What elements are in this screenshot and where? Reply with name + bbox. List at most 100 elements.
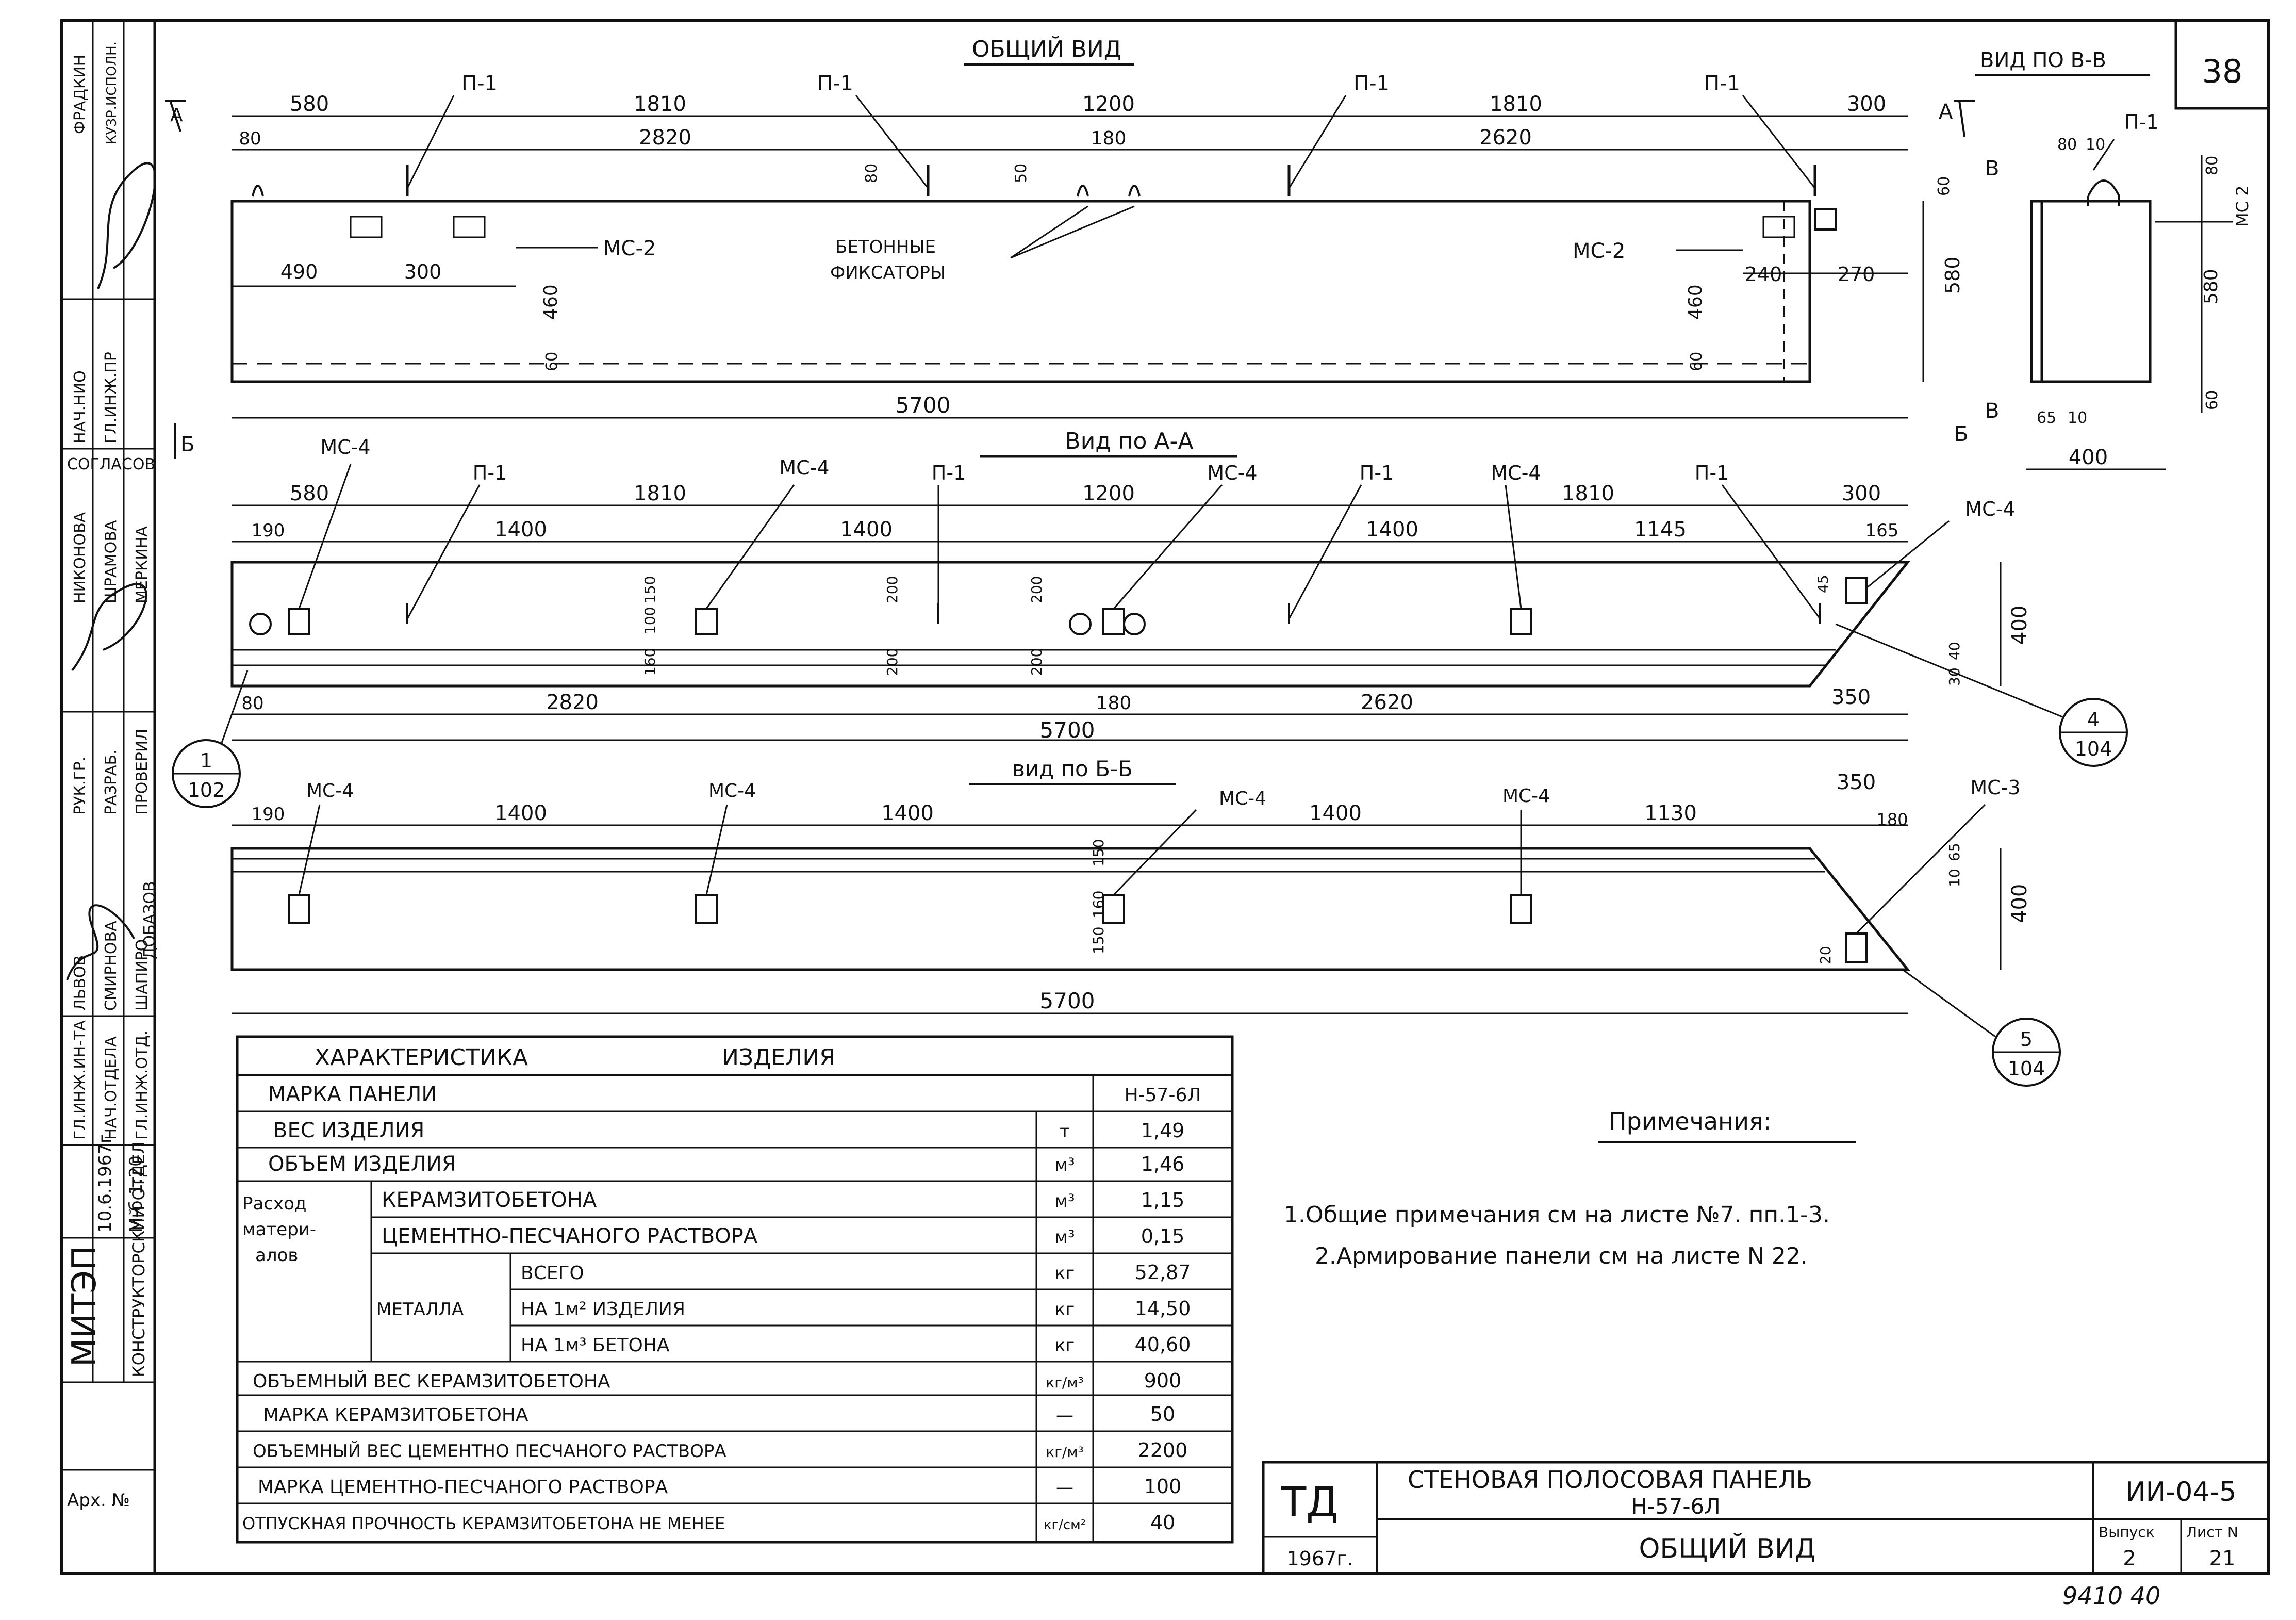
tb-td: ТД [1280,1478,1338,1526]
callout-1-102: 1 102 [172,670,249,808]
stamp-name-7: МЕРКИНА [133,526,151,603]
svg-text:ЦЕМЕНТНО-ПЕСЧАНОГО РАСТВОРА: ЦЕМЕНТНО-ПЕСЧАНОГО РАСТВОРА [382,1224,758,1248]
svg-text:—: — [1056,1405,1073,1426]
svg-text:580: 580 [2201,269,2222,304]
svg-text:кг/см²: кг/см² [1044,1517,1086,1533]
stamp-name-8: ФРАДКИН [71,55,89,134]
side-view-vv: ВИД ПО В-В П-1 МС 2 80 10 80 580 60 65 1… [1975,48,2252,470]
svg-text:МС-3: МС-3 [1970,776,2020,799]
gv-dim-80: 80 [239,128,261,149]
svg-text:400: 400 [2008,606,2031,645]
svg-text:270: 270 [1838,263,1875,286]
svg-text:900: 900 [1144,1369,1182,1392]
tb-title-2: Н-57-6Л [1631,1494,1721,1519]
svg-text:10: 10 [2068,409,2087,427]
svg-text:ОБЪЕМНЫЙ ВЕС КЕРАМЗИТОБЕТОНА: ОБЪЕМНЫЙ ВЕС КЕРАМЗИТОБЕТОНА [253,1370,610,1392]
svg-text:580: 580 [1941,256,1964,294]
svg-text:1400: 1400 [494,801,547,825]
note-1: 1.Общие примечания см на листе №7. пп.1-… [1284,1202,1830,1228]
svg-text:100: 100 [1144,1475,1182,1498]
svg-text:10: 10 [2086,136,2105,154]
svg-text:МС-4: МС-4 [1965,498,2015,520]
tb-archive-number: 9410 40 [2062,1582,2160,1610]
gv-fixators-1: БЕТОННЫЕ [835,237,936,257]
svg-text:2: 2 [2123,1547,2136,1570]
left-stamp: ГЛ.ИНЖ.ИН-ТА НАЧ.ОТДЕЛА ГЛ.ИНЖ.ОТД. РУК.… [60,19,159,1575]
svg-text:65: 65 [1946,843,1963,861]
svg-text:1,49: 1,49 [1141,1119,1185,1142]
svg-text:Выпуск: Выпуск [2099,1524,2155,1541]
svg-text:165: 165 [1865,520,1899,541]
tb-title-1: СТЕНОВАЯ ПОЛОСОВАЯ ПАНЕЛЬ [1408,1466,1812,1494]
svg-text:40: 40 [1150,1511,1175,1534]
notes: Примечания: 1.Общие примечания см на лис… [1284,1107,1856,1269]
svg-text:1: 1 [200,749,212,772]
gv-dim-1810b: 1810 [1490,92,1542,116]
svg-text:—: — [1056,1477,1073,1498]
svg-text:П-1: П-1 [932,462,966,484]
svg-text:1400: 1400 [1309,801,1362,825]
svg-text:1400: 1400 [494,518,547,542]
svg-text:МС-4: МС-4 [320,436,370,459]
gv-dim-300: 300 [1847,92,1886,116]
callout-5-104: 5 104 [1902,969,2061,1087]
svg-text:кг/м³: кг/м³ [1046,1374,1083,1391]
svg-text:ОБЪЕМ ИЗДЕЛИЯ: ОБЪЕМ ИЗДЕЛИЯ [268,1152,456,1176]
svg-text:кг: кг [1055,1263,1075,1284]
tb-code: ИИ-04-5 [2126,1477,2237,1508]
svg-text:ВЕС ИЗДЕЛИЯ: ВЕС ИЗДЕЛИЯ [273,1119,424,1142]
notes-title: Примечания: [1609,1107,1771,1135]
svg-text:Лист N: Лист N [2186,1524,2238,1541]
svg-text:2200: 2200 [1138,1439,1188,1462]
svg-text:180: 180 [1876,810,1908,829]
svg-text:КЕРАМЗИТОБЕТОНА: КЕРАМЗИТОБЕТОНА [382,1188,597,1212]
view-bb-length: 5700 [1040,988,1095,1013]
gv-length-5700: 5700 [896,392,951,418]
svg-text:ХАРАКТЕРИСТИКА: ХАРАКТЕРИСТИКА [315,1044,528,1071]
gv-tag-p1-d: П-1 [1704,72,1740,95]
side-view-title: ВИД ПО В-В [1980,48,2106,72]
svg-text:190: 190 [252,520,285,541]
view-aa-title: Вид по А-А [1065,428,1194,454]
svg-text:60: 60 [543,352,561,371]
svg-text:80: 80 [2203,156,2221,175]
stamp-role-10: КУЗР.ИСПОЛН. [104,41,120,144]
gv-tag-p1-a: П-1 [461,72,498,95]
svg-text:1400: 1400 [881,801,934,825]
svg-text:1810: 1810 [634,482,686,505]
svg-text:45: 45 [1814,575,1831,593]
svg-text:МАРКА ПАНЕЛИ: МАРКА ПАНЕЛИ [268,1083,437,1106]
svg-text:60: 60 [1688,352,1706,371]
svg-text:50: 50 [1012,163,1030,183]
svg-text:150: 150 [1090,927,1107,954]
svg-text:алов: алов [255,1245,298,1266]
svg-text:460: 460 [1685,284,1706,320]
svg-text:1400: 1400 [840,518,893,542]
panel-plan-aa [230,561,1911,688]
svg-text:м³: м³ [1054,1155,1075,1175]
svg-text:460: 460 [540,284,561,320]
svg-text:Б: Б [180,433,194,456]
svg-text:матери-: матери- [242,1219,316,1240]
svg-text:1145: 1145 [1634,518,1687,542]
svg-text:ОТПУСКНАЯ ПРОЧНОСТЬ КЕРАМЗИТОБ: ОТПУСКНАЯ ПРОЧНОСТЬ КЕРАМЗИТОБЕТОНА НЕ М… [242,1514,725,1533]
svg-text:1400: 1400 [1366,518,1418,542]
svg-text:180: 180 [1096,693,1132,714]
general-view: ОБЩИЙ ВИД 580 1810 1200 1810 300 80 2820… [165,35,1999,459]
svg-text:1810: 1810 [1562,482,1614,505]
view-aa-length: 5700 [1040,717,1095,743]
svg-text:МС-4: МС-4 [779,456,829,479]
svg-text:80: 80 [863,163,881,183]
svg-text:1200: 1200 [1082,482,1135,505]
signature-1 [66,904,135,980]
svg-text:21: 21 [2209,1547,2236,1570]
svg-text:П-1: П-1 [1360,462,1394,484]
view-bb-title: вид по Б-Б [1012,756,1133,781]
svg-text:4: 4 [2087,708,2100,731]
svg-text:Б: Б [1954,422,1968,446]
svg-text:150: 150 [1090,839,1107,866]
tb-year: 1967г. [1287,1547,1353,1570]
stamp-role-8: НАЧ.НИО [71,370,89,444]
svg-text:100: 100 [641,607,658,634]
